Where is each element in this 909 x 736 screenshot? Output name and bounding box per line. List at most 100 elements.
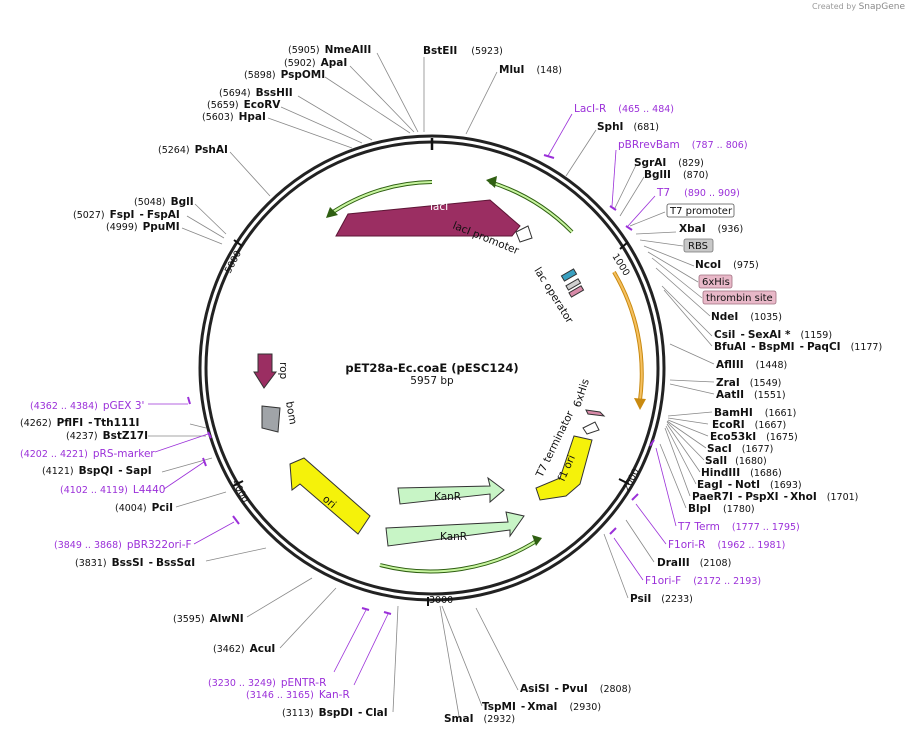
enzyme-smai[interactable]: SmaI(2932) xyxy=(444,713,515,725)
primer-kan-r-mark xyxy=(383,611,392,615)
primer-pbrrevbam-mark xyxy=(609,205,617,211)
enzyme-bstz17i[interactable]: (4237)BstZ17I xyxy=(66,430,148,442)
enzyme-alwni[interactable]: (3595)AlwNI xyxy=(173,613,244,625)
enzyme-eagi[interactable]: EagI-NotI(1693) xyxy=(697,479,802,491)
lacI-ring-arrow-fill xyxy=(489,181,573,233)
credit-text: Created by xyxy=(812,2,857,11)
tick-4000 xyxy=(232,480,244,487)
enzyme-zrai[interactable]: ZraI(1549) xyxy=(716,377,781,389)
enzyme-ecorv[interactable]: (5659)EcoRV xyxy=(207,99,281,111)
primer-t7[interactable]: T7(890 .. 909) xyxy=(656,187,740,199)
primer-pgex3[interactable]: (4362 .. 4384)pGEX 3' xyxy=(30,400,144,412)
enzyme-nmeaiii[interactable]: (5905)NmeAIII xyxy=(288,44,371,56)
bom-feature xyxy=(261,405,281,433)
enzyme-bspdi[interactable]: (3113)BspDI-ClaI xyxy=(282,707,388,719)
enzyme-blpi[interactable]: BlpI(1780) xyxy=(688,503,755,515)
enzyme-bsshii[interactable]: (5694)BssHII xyxy=(219,87,293,99)
primer-pentr-r[interactable]: (3230 .. 3249)pENTR-R xyxy=(208,677,326,689)
enzyme-pspomi[interactable]: (5898)PspOMI xyxy=(244,69,325,81)
enzyme-saci[interactable]: SacI(1677) xyxy=(707,443,773,455)
primer-f1ori-r-leader xyxy=(635,503,667,545)
enzyme-bgli[interactable]: (5048)BglI xyxy=(134,196,194,208)
enzyme-bsteii[interactable]: BstEII(5923) xyxy=(423,45,503,57)
enzyme-pflfi[interactable]: (4262)PflFI-Tth111I xyxy=(20,417,139,429)
primer-pentr-r-mark xyxy=(361,607,370,611)
6xhis-feature-2 xyxy=(585,409,606,417)
rbs-feature xyxy=(565,278,582,291)
primer-f1ori-r-mark xyxy=(631,493,639,501)
enzyme-ecori[interactable]: EcoRI(1667) xyxy=(712,419,786,431)
primer-l4440[interactable]: (4102 .. 4119)L4440 xyxy=(60,484,165,496)
enzyme-ncoi[interactable]: NcoI(975) xyxy=(695,259,759,271)
plasmid-name: pET28a-Ec.coaE (pESC124) xyxy=(345,361,518,375)
tick-label-4000: 4000 xyxy=(229,478,250,505)
primer-t7term[interactable]: T7 Term(1777 .. 1795) xyxy=(677,521,800,533)
t7-promoter-label: T7 promoter xyxy=(669,206,733,217)
primer-laci-r[interactable]: LacI-R(465 .. 484) xyxy=(574,103,674,115)
primer-l4440-leader xyxy=(163,461,205,490)
primer-pbr322ori-f[interactable]: (3849 .. 3868)pBR322ori-F xyxy=(54,539,192,551)
primer-pbrrevbam[interactable]: pBRrevBam(787 .. 806) xyxy=(618,139,748,151)
primer-prsmarker-mark xyxy=(207,431,212,439)
enzyme-psii[interactable]: PsiI(2233) xyxy=(630,593,693,605)
primer-prsmarker[interactable]: (4202 .. 4221)pRS-marker xyxy=(20,448,155,460)
rop-label: rop xyxy=(277,362,289,380)
lacI-label: lacI xyxy=(430,201,448,213)
primer-laci-r-leader xyxy=(547,113,573,157)
enzyme-bspqi[interactable]: (4121)BspQI-SapI xyxy=(42,465,152,477)
enzyme-bglii[interactable]: BglII(870) xyxy=(644,169,708,181)
primer-kan-r[interactable]: (3146 .. 3165)Kan-R xyxy=(246,689,350,701)
primer-pentr-r-leader xyxy=(333,609,367,673)
primer-f1ori-f-mark xyxy=(609,527,617,535)
tick-1000 xyxy=(619,241,629,250)
primer-laci-r-mark xyxy=(543,154,555,159)
primer-pbr322ori-f-mark xyxy=(232,515,240,525)
primer-prsmarker-leader xyxy=(154,433,209,453)
enzyme-hpai[interactable]: (5603)HpaI xyxy=(202,111,266,123)
primer-t7-leader xyxy=(627,195,656,227)
backbone-ticks xyxy=(232,138,630,606)
6xhis-box xyxy=(698,274,733,289)
enzyme-paer7i[interactable]: PaeR7I-PspXI-XhoI(1701) xyxy=(692,491,858,503)
enzyme-sgrai[interactable]: SgrAI(829) xyxy=(634,157,704,169)
enzyme-xbai[interactable]: XbaI(936) xyxy=(679,223,743,235)
enzyme-tspmi[interactable]: TspMI-XmaI(2930) xyxy=(482,701,601,713)
enzyme-acui[interactable]: (3462)AcuI xyxy=(213,643,275,655)
orf-arrowhead xyxy=(634,398,646,410)
plasmid-length: 5957 bp xyxy=(410,375,454,387)
enzyme-draiii[interactable]: DraIII(2108) xyxy=(657,557,731,569)
primer-t7term-mark xyxy=(649,439,655,447)
lacI-ring-arrowhead-2 xyxy=(326,207,338,218)
enzyme-sali[interactable]: SalI(1680) xyxy=(705,455,767,467)
tick-2000 xyxy=(618,478,630,485)
enzyme-mlui[interactable]: MluI(148) xyxy=(499,64,562,76)
t7-promoter-box xyxy=(666,203,735,218)
enzyme-bfuai[interactable]: BfuAI-BspMI-PaqCI(1177) xyxy=(714,341,882,353)
enzyme-pcii[interactable]: (4004)PciI xyxy=(115,502,173,514)
enzyme-sphi[interactable]: SphI(681) xyxy=(597,121,659,133)
enzyme-bsssi[interactable]: (3831)BssSI-BssSαI xyxy=(75,557,195,569)
primer-f1ori-r[interactable]: F1ori-R(1962 .. 1981) xyxy=(668,539,785,551)
ori-feature xyxy=(289,457,371,535)
backbone-outer-circle xyxy=(198,134,666,602)
primer-pbrrevbam-leader xyxy=(611,149,617,207)
kanr2-label: KanR xyxy=(440,531,467,543)
enzyme-fspi[interactable]: (5027)FspI-FspAI xyxy=(73,209,180,221)
enzyme-aatii[interactable]: AatII(1551) xyxy=(716,389,786,401)
primer-f1ori-f[interactable]: F1ori-F(2172 .. 2193) xyxy=(645,575,761,587)
enzyme-hindiii[interactable]: HindIII(1686) xyxy=(701,467,782,479)
kanr-ring-arrow xyxy=(379,538,540,574)
6xhis-label: 6xHis xyxy=(571,377,591,408)
enzyme-eco53ki[interactable]: Eco53kI(1675) xyxy=(710,431,798,443)
enzyme-bamhi[interactable]: BamHI(1661) xyxy=(714,407,796,419)
enzyme-ndei[interactable]: NdeI(1035) xyxy=(711,311,782,323)
enzyme-pshai[interactable]: (5264)PshAI xyxy=(158,144,228,156)
enzyme-aflii[interactable]: AflIII(1448) xyxy=(716,359,787,371)
lacI-ring-arrow-2-fill xyxy=(329,181,433,215)
enzyme-asisi[interactable]: AsiSI-PvuI(2808) xyxy=(520,683,631,695)
enzyme-apai[interactable]: (5902)ApaI xyxy=(284,57,347,69)
kanr-feature-2 xyxy=(385,511,525,547)
enzyme-ppumi[interactable]: (4999)PpuMI xyxy=(106,221,180,233)
enzyme-csii[interactable]: CsiI-SexAI *(1159) xyxy=(714,329,832,341)
tick-label-3000: 3000 xyxy=(429,595,453,606)
